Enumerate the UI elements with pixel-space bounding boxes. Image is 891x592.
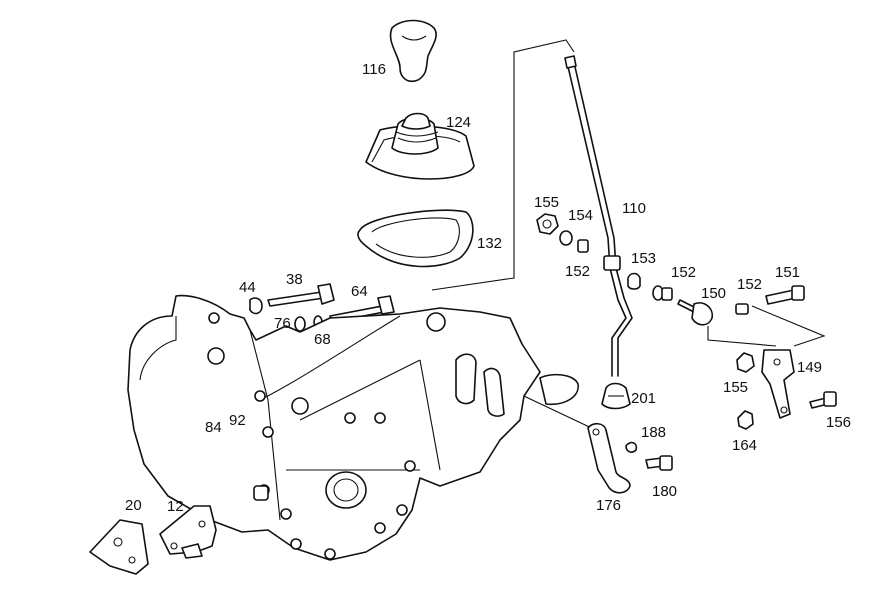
callout-116: 116 (362, 61, 386, 78)
shift-knob-part (389, 19, 437, 83)
callout-156: 156 (826, 414, 851, 431)
callout-124: 124 (446, 114, 471, 131)
callout-20: 20 (125, 497, 142, 514)
callout-155-upper: 155 (534, 194, 559, 211)
callout-164: 164 (732, 437, 757, 454)
callout-150: 150 (701, 285, 726, 302)
callout-84: 84 (205, 419, 222, 436)
hardware-nuts-washers (536, 213, 837, 430)
callout-152-middle: 152 (671, 264, 696, 281)
callout-110: 110 (622, 200, 646, 217)
callout-151: 151 (775, 264, 800, 281)
callout-201: 201 (631, 390, 656, 407)
callout-76: 76 (274, 315, 291, 332)
shift-boot-part (365, 112, 475, 180)
transmission-housing-part (127, 294, 579, 561)
callout-180: 180 (652, 483, 677, 500)
callout-64: 64 (351, 283, 368, 300)
callout-154: 154 (568, 207, 593, 224)
mount-bracket-part (89, 519, 149, 575)
callout-44: 44 (239, 279, 256, 296)
callout-132: 132 (477, 235, 502, 252)
callout-labels: 116 124 132 110 155 154 152 153 152 152 … (125, 61, 851, 515)
engine-mount-part (159, 485, 269, 559)
callout-155-lower: 155 (723, 379, 748, 396)
callout-153: 153 (631, 250, 656, 267)
shift-lever-part (564, 55, 633, 377)
callout-68: 68 (314, 331, 331, 348)
callout-149: 149 (797, 359, 822, 376)
callout-38: 38 (286, 271, 303, 288)
callout-188: 188 (641, 424, 666, 441)
callout-12: 12 (167, 498, 184, 515)
callout-92: 92 (229, 412, 246, 429)
boot-frame-part (357, 209, 474, 268)
callout-152-left: 152 (565, 263, 590, 280)
callout-152-right: 152 (737, 276, 762, 293)
selector-bracket-part (761, 349, 795, 419)
rubber-bushing-part (601, 382, 631, 410)
callout-176: 176 (596, 497, 621, 514)
linkage-rod-part (587, 422, 673, 494)
